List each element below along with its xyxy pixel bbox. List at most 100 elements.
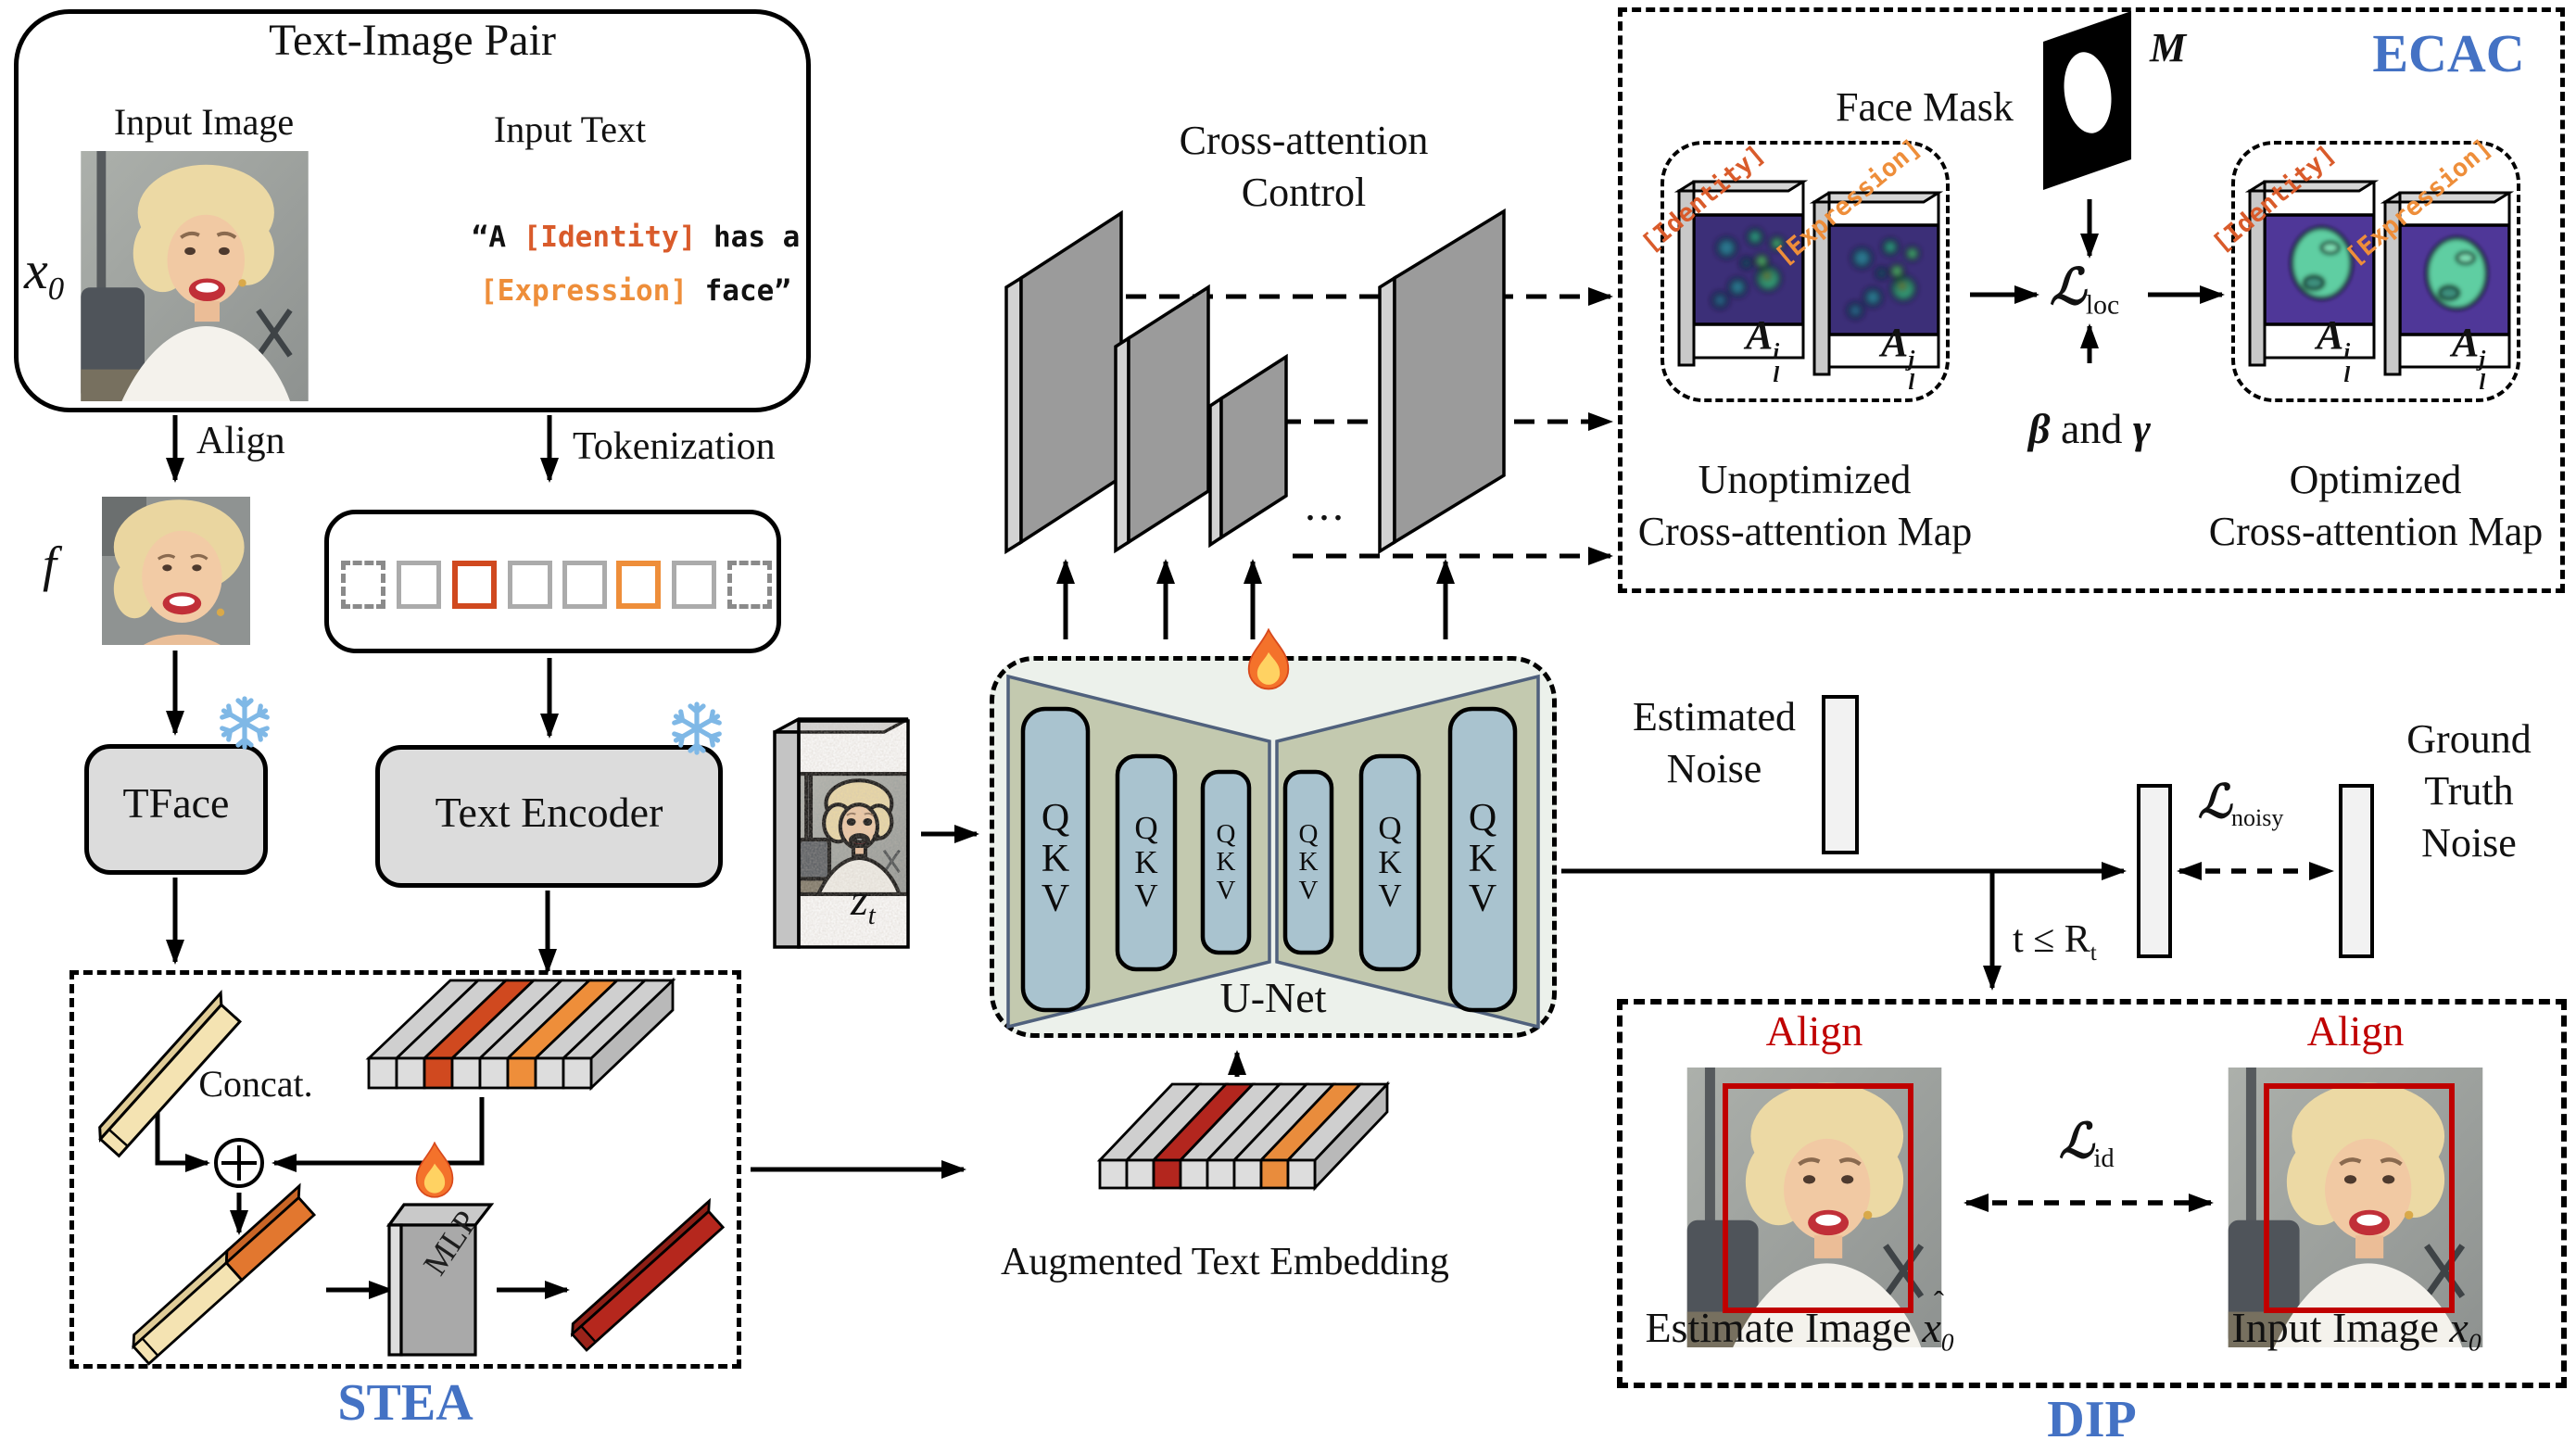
estimated-noise-line2: Noise — [1666, 746, 1762, 791]
x0-math-label: x0 — [24, 240, 65, 308]
token-plain-3 — [562, 561, 607, 609]
id-loss-label: ℒid — [2059, 1116, 2115, 1173]
stea-title: STEA — [337, 1374, 474, 1432]
unoptimized-attention-slabs — [1673, 180, 1944, 376]
tokenization-label: Tokenization — [573, 425, 776, 468]
align-label-left: Align — [1765, 1007, 1863, 1055]
unoptimized-caption-line2: Cross-attention Map — [1637, 509, 1973, 554]
tface-encoder-box — [84, 744, 268, 875]
flow-arrows — [155, 199, 2225, 1299]
feature-slab-1 — [1004, 209, 1123, 555]
token-plain-4 — [672, 561, 716, 609]
augmented-embedding-label: Augmented Text Embedding — [1001, 1241, 1449, 1283]
expression-token-text: [Expression] — [480, 274, 688, 308]
optimized-caption-line2: Cross-attention Map — [2208, 509, 2544, 554]
feature-slab-4 — [1378, 208, 1506, 555]
ecac-title: ECAC — [2372, 23, 2525, 83]
align-label-right: Align — [2306, 1007, 2405, 1055]
text-encoder-label: Text Encoder — [435, 789, 663, 836]
latent-slab — [773, 717, 910, 949]
concatenated-embedding-bar — [131, 1182, 317, 1366]
prompt-line-1: “A [Identity] has a — [471, 221, 801, 254]
identity-embedding-bar — [98, 989, 243, 1158]
noisy-loss-label: ℒnoisy — [2198, 776, 2284, 832]
ground-truth-noise-bar — [2339, 784, 2374, 958]
aligned-face-photo — [102, 496, 250, 646]
beta-gamma-label: β and γ — [2027, 405, 2152, 452]
concat-plus-icon — [214, 1138, 264, 1188]
token-identity — [452, 561, 497, 609]
dip-title: DIP — [2047, 1391, 2137, 1448]
input-image-caption: Input Image x0 — [2231, 1304, 2481, 1357]
zt-latent-label: zt — [851, 876, 876, 931]
timestep-condition-label: t ≤ Rt — [2013, 918, 2097, 966]
qkv-pills — [1020, 706, 1518, 1013]
text-encoder-frozen-snowflake-icon — [673, 704, 721, 752]
text-image-pair-box — [14, 9, 811, 412]
unet-title: U-Net — [1219, 974, 1327, 1021]
token-pad-start — [341, 561, 385, 609]
tface-frozen-snowflake-icon — [221, 699, 269, 747]
prompt-line-2: [Expression] face” — [480, 274, 791, 308]
optimized-caption-line1: Optimized — [2289, 457, 2462, 502]
ground-truth-line3: Noise — [2421, 820, 2517, 865]
token-embedding-stack — [365, 977, 676, 1092]
estimated-noise-line1: Estimated — [1633, 694, 1796, 739]
pair-box-title: Text-Image Pair — [269, 16, 556, 65]
stea-graphics — [98, 977, 726, 1366]
face-mask-label: Face Mask — [1836, 84, 2014, 130]
token-plain-1 — [397, 561, 441, 609]
concat-label: Concat. — [198, 1063, 313, 1105]
align-bbox-right — [2264, 1083, 2455, 1313]
input-image-label: Input Image — [113, 101, 295, 143]
noise-bars — [1822, 695, 2374, 958]
input-photo — [81, 151, 308, 401]
optimized-attention-slabs — [2244, 180, 2515, 376]
face-mask-shape — [2043, 11, 2131, 190]
f-math-label: f — [43, 537, 57, 592]
unoptimized-maps-group — [1661, 141, 1950, 402]
ecac-module-box — [1618, 7, 2565, 593]
input-text-label: Input Text — [493, 108, 647, 150]
loss-arrows — [1964, 862, 2334, 1212]
augmented-embedding-stack — [1096, 1080, 1391, 1192]
token-plain-2 — [508, 561, 552, 609]
mlp-block — [385, 1203, 495, 1357]
output-embedding-bar — [570, 1197, 726, 1352]
unoptimized-caption-line1: Unoptimized — [1698, 457, 1912, 502]
align-bbox-left — [1723, 1083, 1913, 1313]
unet-to-slab-arrows — [1056, 559, 1455, 639]
stea-module-box — [69, 970, 741, 1369]
token-sequence-box — [324, 510, 781, 653]
optimized-maps-group — [2231, 141, 2520, 402]
ground-truth-line1: Ground — [2406, 716, 2532, 762]
tface-label: TFace — [122, 779, 230, 827]
cross-attention-title-line1: Cross-attention — [1179, 118, 1429, 163]
ground-truth-line2: Truth — [2424, 768, 2514, 814]
input-image-photo-dip — [2229, 1068, 2483, 1347]
cross-attention-title-line2: Control — [1241, 170, 1367, 215]
feature-slab-3 — [1208, 353, 1288, 549]
cross-attention-slabs — [1004, 208, 1506, 555]
align-label: Align — [196, 420, 285, 462]
mlp-trainable-flame-icon — [415, 1142, 454, 1198]
text-encoder-box — [375, 745, 723, 888]
identity-token-text: [Identity] — [523, 221, 697, 254]
loc-loss-label: ℒloc — [2050, 259, 2120, 321]
token-pad-end — [727, 561, 772, 609]
token-expression — [616, 561, 661, 609]
feature-slab-2 — [1114, 284, 1210, 554]
